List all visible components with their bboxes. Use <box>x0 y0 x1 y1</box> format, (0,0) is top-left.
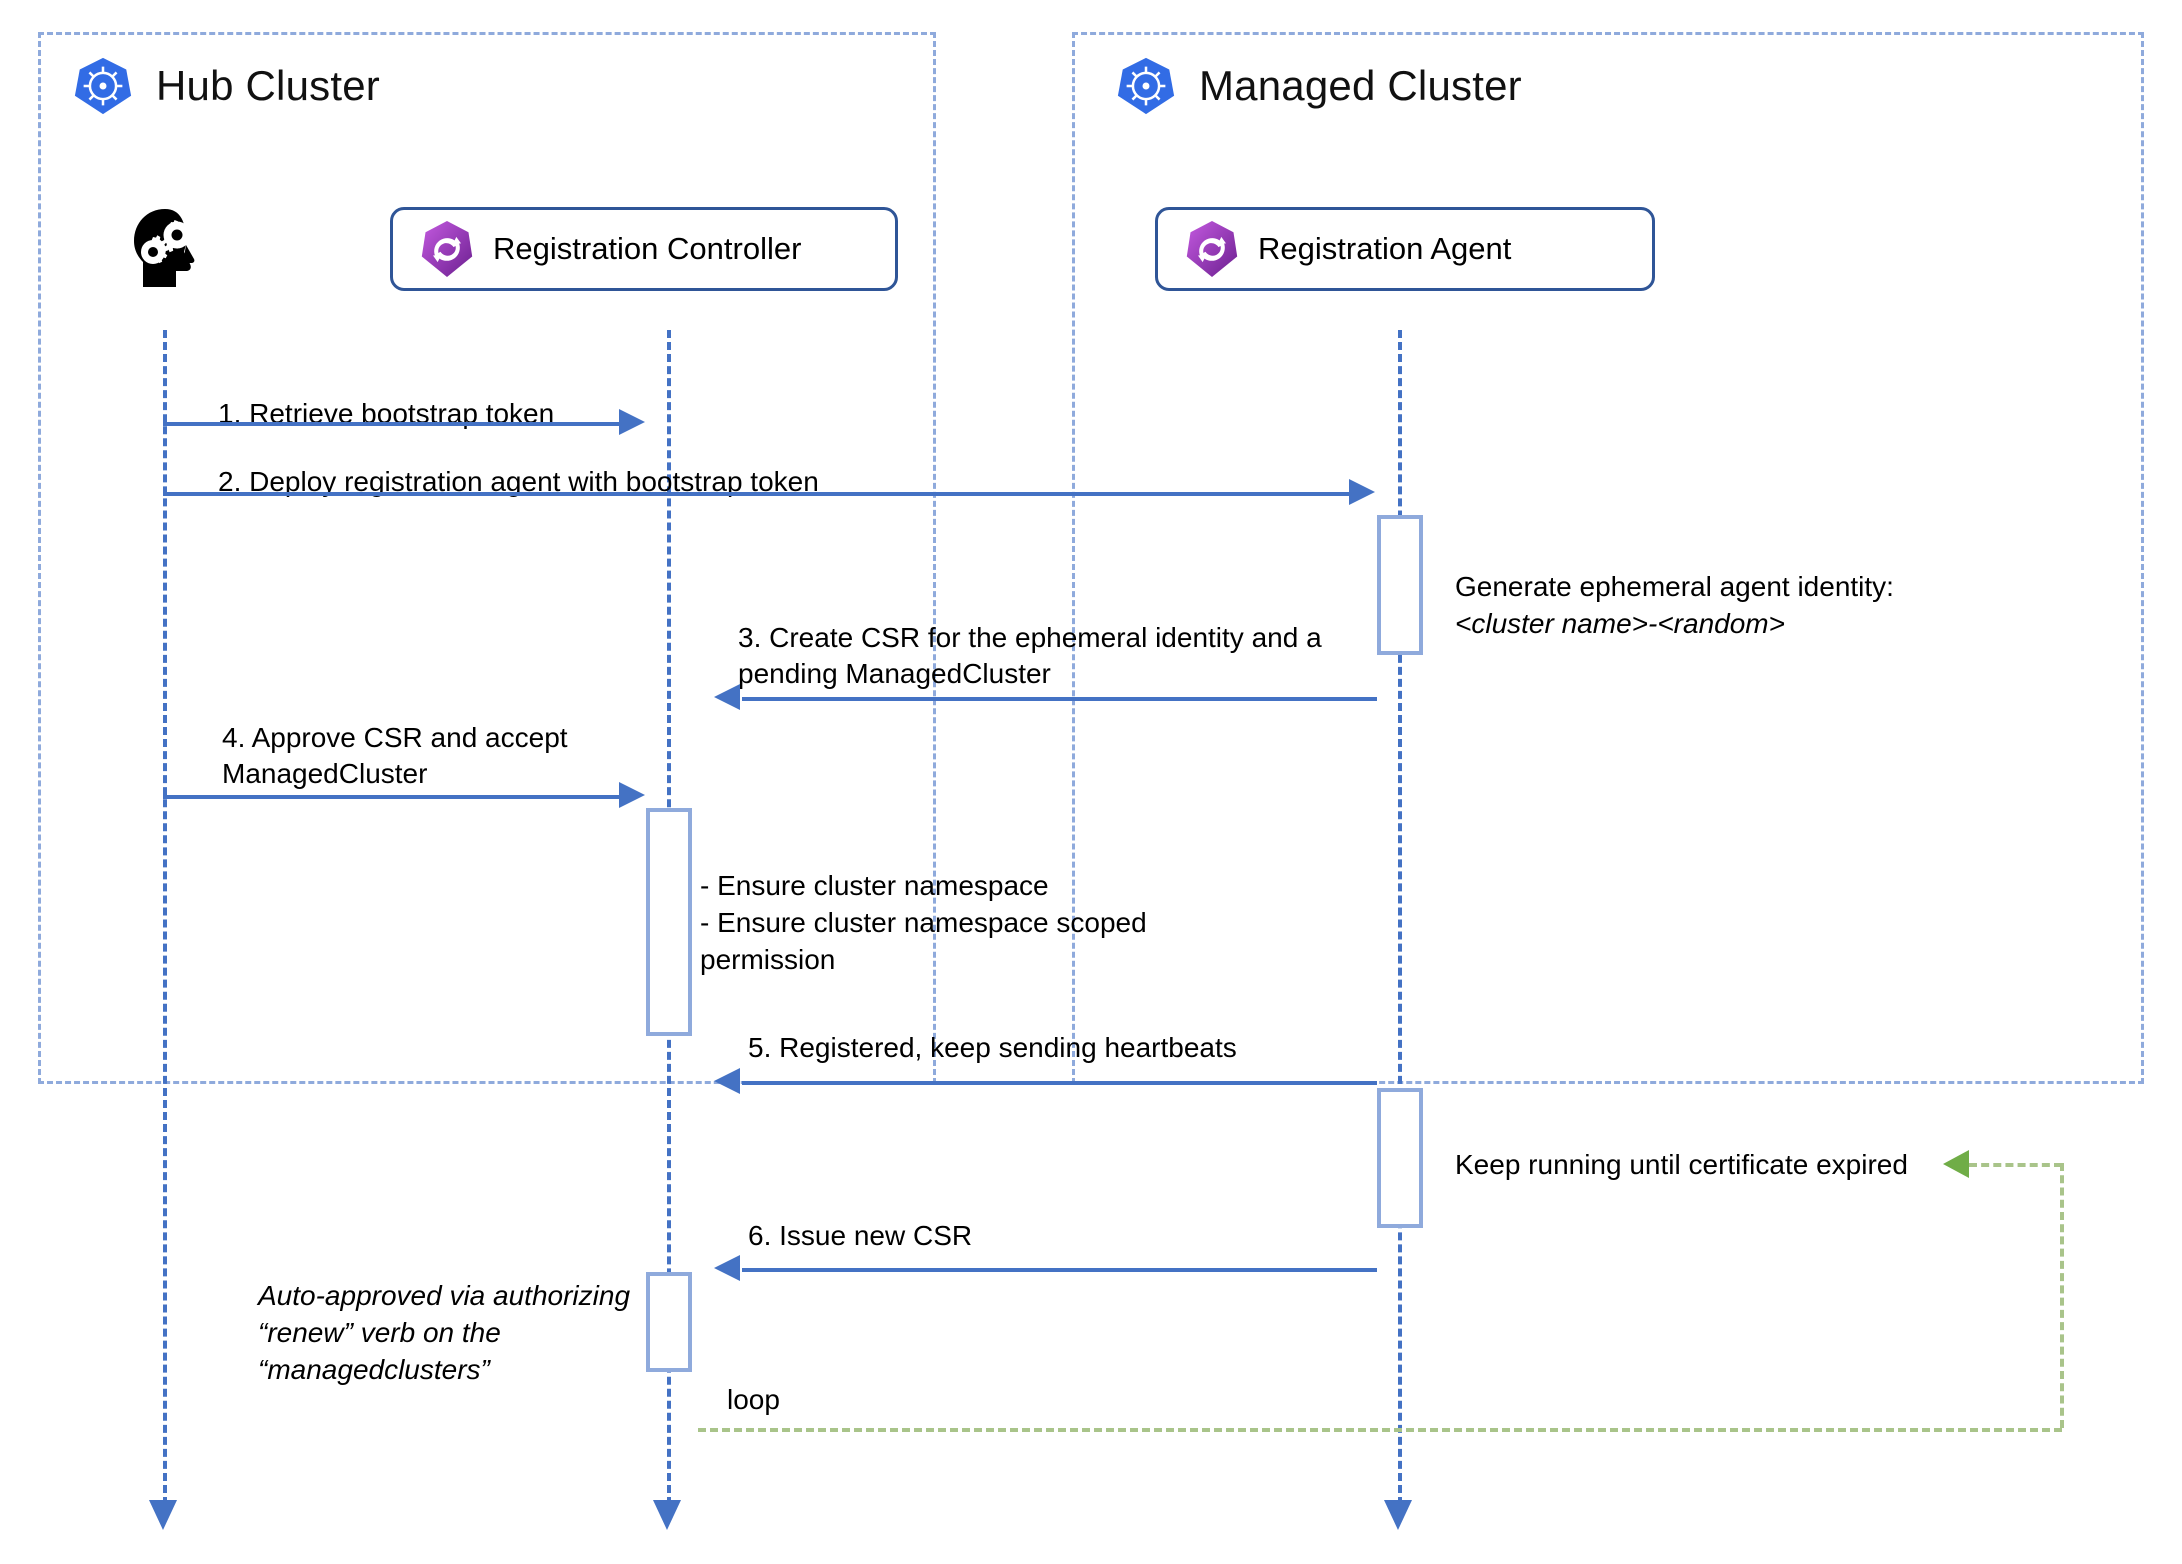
message-arrowhead-1 <box>619 409 645 435</box>
user-head-gears-icon <box>123 205 207 291</box>
cluster-header-hub: Hub Cluster <box>72 55 380 117</box>
message-label-6: 6. Issue new CSR <box>748 1220 973 1251</box>
cluster-title-managed: Managed Cluster <box>1199 62 1522 109</box>
message-line-3 <box>742 697 1377 701</box>
participant-registration-agent[interactable]: Registration Agent <box>1155 207 1655 291</box>
message-line-4 <box>163 795 623 799</box>
lifeline-end-arrow-user <box>149 1500 177 1530</box>
note-auto-approved: Auto-approved via authorizing “renew” ve… <box>258 1280 631 1385</box>
loop-segment-right <box>2060 1163 2064 1428</box>
ocm-icon <box>1184 219 1240 279</box>
kubernetes-icon <box>1115 55 1177 117</box>
message-arrowhead-5 <box>714 1068 740 1094</box>
message-line-1 <box>163 422 623 426</box>
message-label-4: 4. Approve CSR and accept ManagedCluster <box>222 722 568 789</box>
participant-label-registration-agent: Registration Agent <box>1258 231 1512 266</box>
ocm-icon <box>419 219 475 279</box>
participant-label-registration-controller: Registration Controller <box>493 231 802 266</box>
lifeline-registration-agent <box>1398 330 1402 1505</box>
loop-arrowhead <box>1943 1150 1969 1178</box>
note-keep-running: Keep running until certificate expired <box>1455 1149 1908 1180</box>
message-line-5 <box>742 1081 1377 1085</box>
lifeline-user <box>163 330 167 1505</box>
lifeline-end-arrow-registration-controller <box>653 1500 681 1530</box>
participant-registration-controller[interactable]: Registration Controller <box>390 207 898 291</box>
message-label-5: 5. Registered, keep sending heartbeats <box>748 1032 1237 1063</box>
note-ephemeral-identity-line1: Generate ephemeral agent identity: <box>1455 570 1894 602</box>
activation-registration-controller-1 <box>646 808 692 1036</box>
actor-user[interactable] <box>123 205 207 291</box>
message-arrowhead-4 <box>619 782 645 808</box>
loop-segment-bottom <box>698 1428 2062 1432</box>
message-arrowhead-6 <box>714 1255 740 1281</box>
cluster-header-managed: Managed Cluster <box>1115 55 1522 117</box>
loop-label: loop <box>727 1384 780 1415</box>
activation-registration-controller-2 <box>646 1272 692 1372</box>
activation-registration-agent-2 <box>1377 1088 1423 1228</box>
message-label-2: 2. Deploy registration agent with bootst… <box>218 466 819 497</box>
message-label-1: 1. Retrieve bootstrap token <box>218 398 555 429</box>
activation-registration-agent-1 <box>1377 515 1423 655</box>
container-frame-managed-cluster <box>1072 32 2144 1084</box>
kubernetes-icon <box>72 55 134 117</box>
note-ephemeral-identity: Generate ephemeral agent identity: <clus… <box>1455 532 1894 680</box>
message-arrowhead-3 <box>714 684 740 710</box>
cluster-title-hub: Hub Cluster <box>156 62 380 109</box>
note-ephemeral-identity-line2: <cluster name>-<random> <box>1455 607 1785 639</box>
message-label-3: 3. Create CSR for the ephemeral identity… <box>738 622 1322 689</box>
message-line-6 <box>742 1268 1377 1272</box>
message-arrowhead-2 <box>1349 479 1375 505</box>
lifeline-end-arrow-registration-agent <box>1384 1500 1412 1530</box>
container-frame-hub-cluster <box>38 32 936 1084</box>
note-ensure-namespace: - Ensure cluster namespace - Ensure clus… <box>700 870 1147 975</box>
message-line-2 <box>163 492 1353 496</box>
loop-segment-top <box>1969 1163 2062 1167</box>
